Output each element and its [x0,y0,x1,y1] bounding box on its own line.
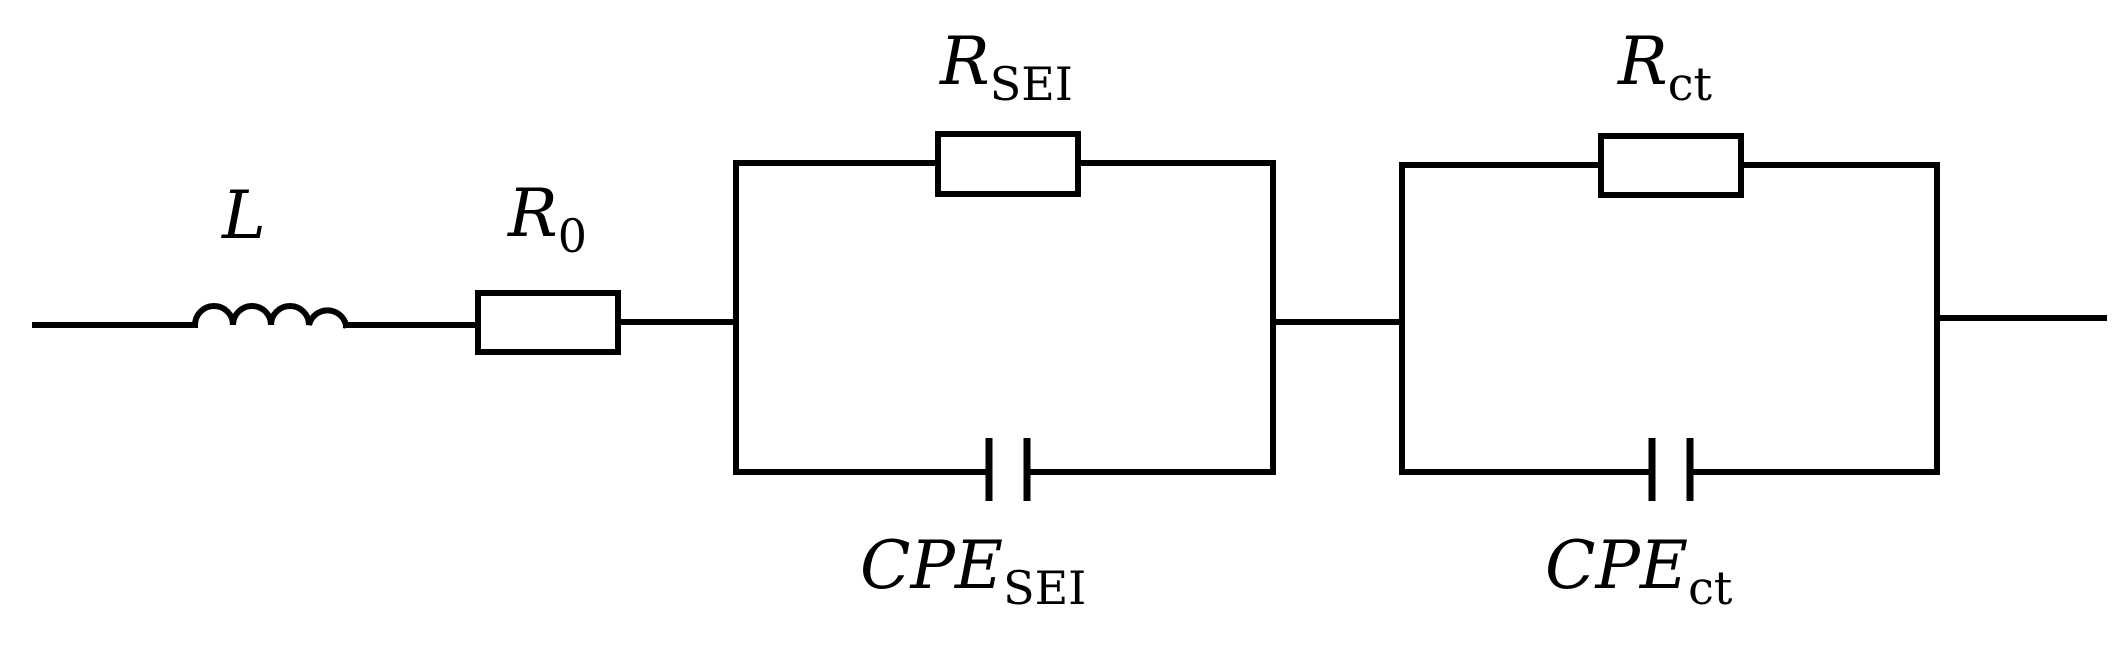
label-inductor: L [221,177,266,254]
resistor-r-ct [1598,133,1744,198]
label-r-ct-sub: ct [1668,57,1713,111]
label-r-ct-main: R [1617,23,1668,100]
label-r-sei-sub: SEI [990,57,1073,111]
inductor-symbol [191,303,350,329]
label-inductor-main: L [221,177,266,254]
resistor-r-sei [935,131,1081,197]
resistor-r0 [475,290,621,355]
label-r-sei-main: R [939,23,990,100]
label-cpe-sei-main: CPE [860,527,1003,604]
loop-ct-top-left [1399,162,1604,475]
loop-sei-top-left [733,160,941,475]
label-cpe-ct-sub: ct [1688,561,1733,615]
label-r0-sub: 0 [558,209,587,263]
label-cpe-ct: CPEct [1545,527,1733,615]
label-r-ct: Rct [1617,23,1712,111]
loop-sei-top-right [1075,160,1276,475]
label-cpe-sei-sub: SEI [1003,561,1086,615]
label-r0-main: R [507,175,558,252]
label-cpe-ct-main: CPE [1545,527,1688,604]
loop-ct-top-right [1738,162,1940,475]
label-r-sei: RSEI [939,23,1073,111]
label-cpe-sei: CPESEI [860,527,1086,615]
label-r0: R0 [507,175,587,263]
